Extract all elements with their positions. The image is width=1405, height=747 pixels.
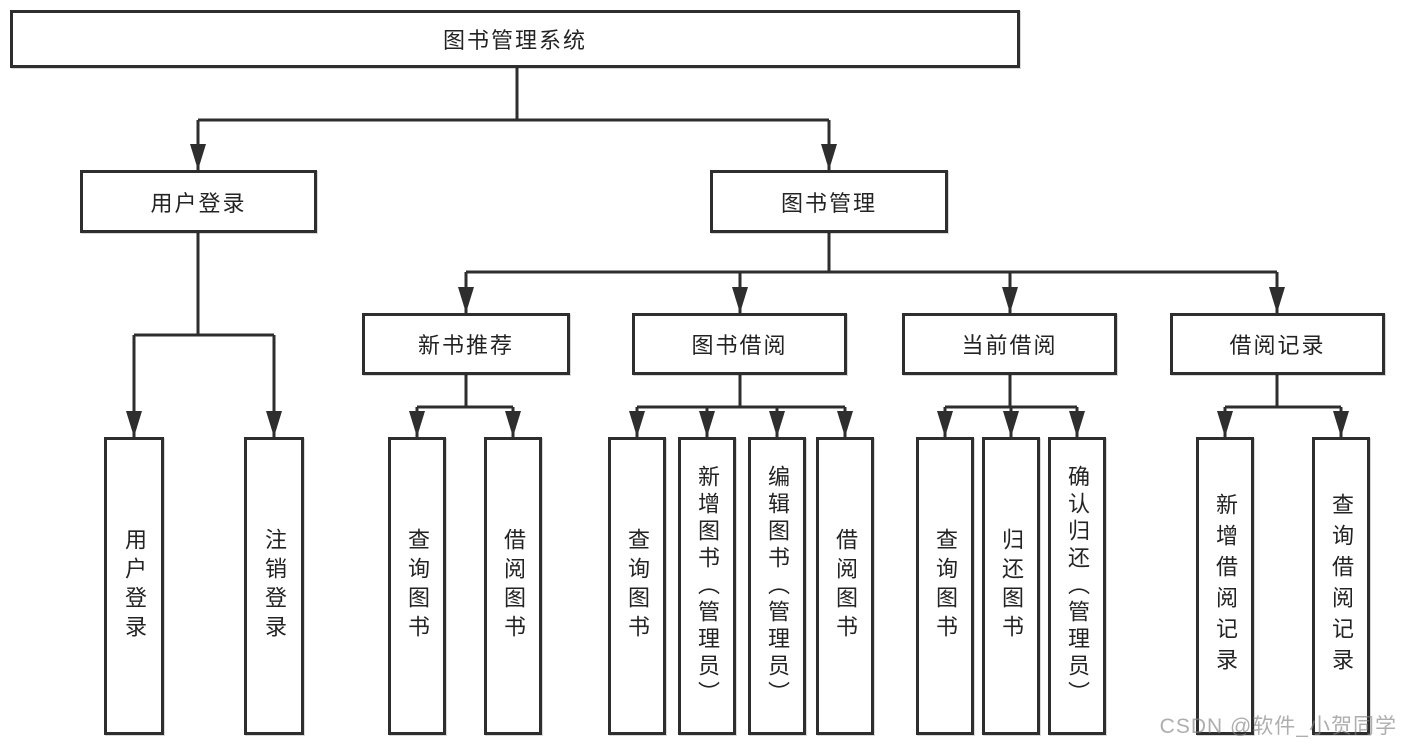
node-root-system: 图书管理系统 bbox=[10, 10, 1020, 68]
leaf-label: 借阅图书 bbox=[833, 528, 858, 644]
leaf-label: 用户登录 bbox=[122, 528, 147, 644]
leaf-borrow-books: 借阅图书 bbox=[816, 437, 874, 735]
node-book-borrow: 图书借阅 bbox=[632, 313, 847, 375]
leaf-label: 查询图书 bbox=[625, 528, 650, 644]
leaf-add-book-admin: 新增图书（管理员） bbox=[678, 437, 736, 735]
leaf-label: 借阅图书 bbox=[501, 528, 526, 644]
leaf-label: 编辑图书（管理员） bbox=[765, 464, 790, 708]
node-new-book-recommend: 新书推荐 bbox=[362, 313, 570, 375]
leaf-label: 查询图书 bbox=[405, 528, 430, 644]
leaf-label: 确认归还（管理员） bbox=[1065, 464, 1090, 708]
leaf-edit-book-admin: 编辑图书（管理员） bbox=[748, 437, 806, 735]
leaf-user-login: 用户登录 bbox=[104, 437, 164, 735]
node-user-login: 用户登录 bbox=[80, 170, 317, 233]
csdn-watermark: CSDN @软件_小贺同学 bbox=[1159, 715, 1397, 738]
leaf-query-books-current: 查询图书 bbox=[916, 437, 974, 735]
leaf-label: 新增借阅记录 bbox=[1213, 493, 1238, 679]
leaf-query-books-recommend: 查询图书 bbox=[388, 437, 446, 735]
leaf-return-book: 归还图书 bbox=[982, 437, 1040, 735]
node-book-management: 图书管理 bbox=[710, 170, 948, 233]
leaf-label: 注销登录 bbox=[262, 528, 287, 644]
node-borrow-records: 借阅记录 bbox=[1170, 313, 1385, 375]
leaf-add-borrow-record: 新增借阅记录 bbox=[1196, 437, 1254, 735]
leaf-label: 新增图书（管理员） bbox=[695, 464, 720, 708]
leaf-label: 查询借阅记录 bbox=[1329, 493, 1354, 679]
leaf-label: 查询图书 bbox=[933, 528, 958, 644]
leaf-logout: 注销登录 bbox=[244, 437, 304, 735]
node-current-borrow: 当前借阅 bbox=[902, 313, 1117, 375]
leaf-label: 归还图书 bbox=[999, 528, 1024, 644]
leaf-query-borrow-record: 查询借阅记录 bbox=[1312, 437, 1370, 735]
leaf-borrow-books-recommend: 借阅图书 bbox=[484, 437, 542, 735]
leaf-confirm-return-admin: 确认归还（管理员） bbox=[1048, 437, 1106, 735]
leaf-query-books-borrow: 查询图书 bbox=[608, 437, 666, 735]
